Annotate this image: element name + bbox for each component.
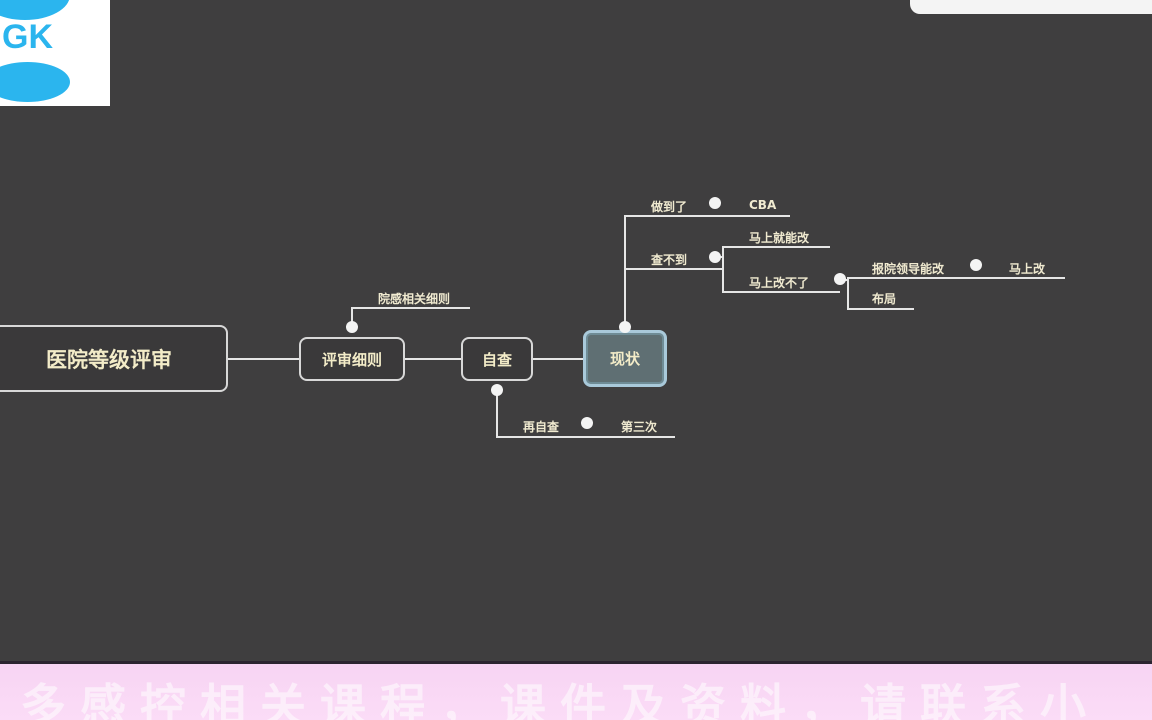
topic-infection-rules[interactable]: 院感相关细则	[378, 292, 451, 306]
node-review-rules[interactable]: 评审细则	[299, 337, 405, 381]
topic-cannot-fix-now[interactable]: 马上改不了	[749, 276, 810, 290]
topic-third-time[interactable]: 第三次	[621, 420, 658, 434]
topic-recheck[interactable]: 再自查	[523, 420, 560, 434]
node-self-check[interactable]: 自查	[461, 337, 533, 381]
topic-layout[interactable]: 布局	[872, 292, 897, 306]
node-status-selected[interactable]: 现状	[583, 330, 667, 387]
collapse-dot[interactable]	[970, 259, 982, 271]
collapse-dot[interactable]	[619, 321, 631, 333]
logo: GK	[0, 0, 110, 106]
collapse-dot[interactable]	[709, 197, 721, 209]
collapse-dot[interactable]	[834, 273, 846, 285]
collapse-dot[interactable]	[581, 417, 593, 429]
subtitle-text: 多感控相关课程，课件及资料，请联系小	[20, 679, 1100, 720]
root-node[interactable]: 医院等级评审	[0, 325, 228, 392]
topic-report-leaders[interactable]: 报院领导能改	[872, 262, 945, 276]
topic-fix-now[interactable]: 马上就能改	[749, 231, 810, 245]
collapse-dot[interactable]	[709, 251, 721, 263]
collapse-dot[interactable]	[346, 321, 358, 333]
topic-done[interactable]: 做到了	[651, 200, 688, 214]
topic-cba[interactable]: CBA	[749, 198, 777, 212]
top-toolbar	[910, 0, 1152, 14]
collapse-dot[interactable]	[491, 384, 503, 396]
topic-not-found[interactable]: 查不到	[651, 253, 688, 267]
logo-text: GK	[2, 18, 53, 56]
subtitle-banner: 多感控相关课程，课件及资料，请联系小	[0, 661, 1152, 720]
topic-fix-immediately[interactable]: 马上改	[1009, 262, 1046, 276]
